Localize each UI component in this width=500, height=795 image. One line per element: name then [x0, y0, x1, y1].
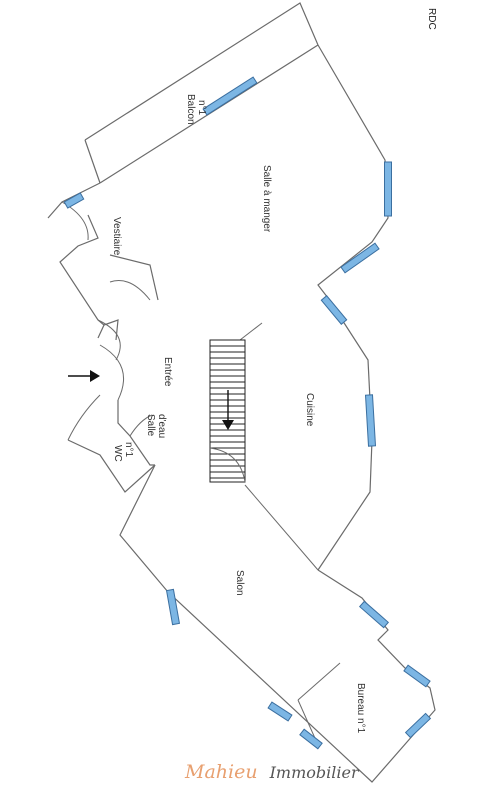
doors: [61, 201, 153, 441]
window: [403, 664, 431, 688]
outer-walls: [47, 2, 436, 783]
window: [165, 588, 181, 626]
room-label-entree: Entrée: [162, 357, 173, 387]
level-label: RDC: [426, 8, 437, 30]
watermark-part2: Immobilier: [269, 763, 360, 782]
door-vestiaire-top: [61, 201, 89, 241]
window: [63, 192, 85, 209]
watermark-logo: Mahieu Immobilier: [184, 761, 360, 783]
room-labels: Balcon n°1 Salle à manger Vestiaire Entr…: [111, 94, 366, 734]
window: [340, 242, 380, 274]
room-label-wc: WC n°1: [112, 442, 134, 464]
window: [364, 394, 377, 447]
window: [320, 295, 348, 325]
door-entree-2: [99, 344, 125, 401]
window: [358, 600, 390, 629]
windows: [63, 76, 432, 750]
stair-arrow-icon: [222, 420, 234, 430]
staircase: [209, 339, 246, 483]
door-salle-deau: [129, 414, 153, 437]
internal-walls: [239, 322, 341, 746]
room-label-salle-a-manger: Salle à manger: [261, 165, 272, 233]
svg-text:Mahieu Immobilier: Mahieu Immobilier: [184, 761, 360, 783]
watermark-part1: Mahieu: [184, 761, 258, 783]
door-wc: [67, 394, 101, 441]
room-label-salon: Salon: [234, 570, 245, 596]
room-label-bureau: Bureau n°1: [355, 683, 366, 734]
door-vestiaire-bottom: [109, 280, 151, 301]
window: [202, 76, 258, 116]
room-label-vestiaire: Vestiaire: [111, 217, 122, 256]
room-label-cuisine: Cuisine: [304, 393, 315, 427]
window: [267, 701, 293, 722]
room-label-salle-deau: Salle d'eau: [145, 414, 167, 439]
entry-arrow-icon: [68, 370, 100, 382]
room-label-balcon: Balcon n°1: [185, 94, 207, 127]
window: [404, 712, 432, 739]
window: [299, 728, 323, 750]
door-entree-1: [97, 319, 121, 361]
window: [384, 161, 392, 217]
